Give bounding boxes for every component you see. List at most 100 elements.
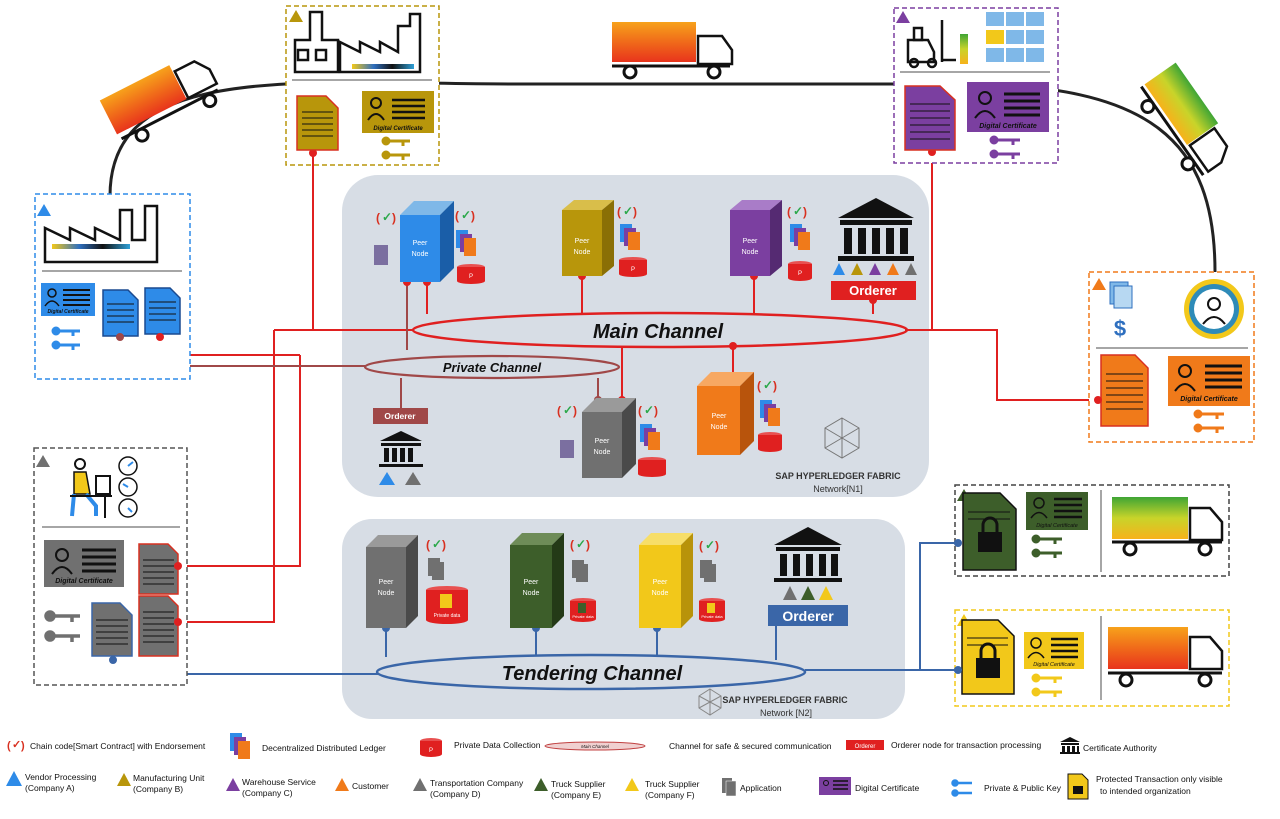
transport-keys-icon — [44, 610, 80, 642]
legend-ca-text: Certificate Authority — [1083, 743, 1157, 753]
customer-keys-icon — [1193, 409, 1224, 433]
truck-e-truck-icon — [1112, 497, 1224, 557]
legend-truck-f-text-2: (Company F) — [645, 790, 695, 800]
truck-orange-top-icon — [612, 22, 734, 80]
svg-text:✓: ✓ — [432, 537, 442, 551]
peer-node-customer: Peer Node — [697, 372, 754, 455]
peer-node-label: Node — [594, 449, 611, 456]
main-orderer-triangles — [833, 263, 917, 275]
peer-node-tender-truck-f: Peer Node — [639, 533, 693, 628]
svg-text:(: ( — [617, 205, 621, 219]
vendor-certificate-icon: Digital Certificate — [41, 283, 95, 316]
chaincode-icons-n2: (✓) (✓) (✓) — [426, 537, 719, 553]
private-orderer-badge — [373, 408, 428, 424]
legend-chaincode-text: Chain code[Smart Contract] with Endorsem… — [30, 741, 206, 751]
legend-manufacturing-text-2: (Company B) — [133, 784, 183, 794]
vendor-document-icon-1 — [102, 289, 139, 337]
app-icon — [374, 245, 388, 265]
legend-truck-e-triangle-icon — [534, 778, 548, 791]
truck-e-keys-icon — [1031, 534, 1062, 558]
svg-text:✓: ✓ — [623, 204, 633, 218]
svg-text:✓: ✓ — [12, 739, 21, 751]
svg-text:(: ( — [757, 379, 761, 393]
warehouse-triangle-icon — [896, 11, 910, 23]
legend-transport-text-1: Transportation Company — [430, 778, 524, 788]
legend-pdc-icon: P — [420, 738, 442, 757]
peer-node-label: Peer — [575, 238, 590, 245]
svg-text:(: ( — [426, 538, 430, 552]
legend-truck-f-text-1: Truck Supplier — [645, 779, 700, 789]
ledger-icons-n1 — [374, 224, 810, 458]
svg-text:Private data: Private data — [434, 613, 461, 619]
network-n1-title: SAP HYPERLEDGER FABRIC — [775, 471, 901, 481]
transport-connector-dot — [109, 656, 117, 664]
peer-node-label: Node — [742, 249, 759, 256]
legend-protected-icon — [1067, 773, 1089, 800]
legend-customer-text: Customer — [352, 781, 389, 791]
truck-green-right-icon — [1140, 62, 1229, 176]
svg-text:): ) — [654, 404, 658, 418]
main-channel-ellipse — [411, 311, 909, 349]
legend-protected-text-2: to intended organization — [1100, 786, 1191, 796]
peer-node-label: Peer — [712, 413, 727, 420]
svg-text:): ) — [471, 209, 475, 223]
svg-text:✓: ✓ — [461, 208, 471, 222]
transport-certificate-icon: Digital Certificate — [44, 540, 124, 587]
legend-manufacturing-triangle-icon — [117, 773, 131, 786]
svg-text:P: P — [631, 267, 635, 273]
svg-text:P: P — [798, 271, 802, 277]
legend-orderer-icon-text: Orderer — [855, 744, 876, 750]
customer-document-icon — [1100, 354, 1149, 427]
manufacturing-triangle-icon — [289, 10, 303, 22]
svg-text:(: ( — [638, 404, 642, 418]
svg-text:(: ( — [787, 205, 791, 219]
svg-text:✓: ✓ — [644, 403, 654, 417]
vendor-connector-dot — [116, 333, 124, 341]
main-orderer-label: Orderer — [849, 283, 897, 298]
transport-clocks-icon — [118, 456, 138, 518]
peer-node-label: Node — [652, 590, 669, 597]
network-n2-logo-icon — [698, 688, 722, 716]
peer-node-vendor: Peer Node — [400, 201, 454, 282]
svg-text:): ) — [442, 538, 446, 552]
svg-text:): ) — [633, 205, 637, 219]
legend-warehouse-text-1: Warehouse Service — [242, 777, 316, 787]
vendor-connector-dot — [156, 333, 164, 341]
peer-node-transport: Peer Node — [582, 398, 636, 478]
legend-truck-f-triangle-icon — [625, 778, 639, 791]
transport-connector-dot — [174, 562, 182, 570]
svg-text:(: ( — [570, 538, 574, 552]
truck-orange-left-icon — [99, 59, 219, 143]
legend-keys-text: Private & Public Key — [984, 783, 1062, 793]
factory-bar — [52, 244, 130, 249]
network-n2-area — [342, 519, 905, 719]
svg-text:$: $ — [1114, 316, 1126, 341]
certificate-label: Digital Certificate — [1180, 396, 1238, 403]
tender-orderer-badge — [768, 605, 848, 626]
tender-orderer-triangles — [783, 586, 833, 600]
certificate-label: Digital Certificate — [1033, 662, 1075, 668]
private-channel-label: Private Channel — [443, 360, 542, 375]
peer-node-label: Peer — [653, 579, 668, 586]
truck-f-connector-dot — [954, 666, 962, 674]
truck-e-protected-document-icon — [962, 492, 1017, 571]
factory-bar — [352, 64, 414, 69]
truck-f-truck-icon — [1108, 627, 1224, 688]
network-n1-area — [342, 175, 929, 497]
legend-warehouse-triangle-icon — [226, 778, 240, 791]
vendor-triangle-icon — [37, 204, 51, 216]
factory-icon — [293, 10, 422, 74]
truck-e-certificate-icon: Digital Certificate — [1026, 492, 1088, 530]
warehouse-shelves-icon — [960, 12, 1044, 64]
vendor-keys-icon — [51, 326, 80, 350]
private-orderer-triangle-vendor — [379, 472, 395, 485]
peer-node-label: Peer — [595, 438, 610, 445]
vendor-document-icon-2 — [144, 287, 181, 335]
tendering-channel-ellipse — [375, 653, 807, 691]
svg-text:✓: ✓ — [705, 538, 715, 552]
transport-triangle-icon — [36, 455, 50, 467]
truck-f-protected-document-icon — [961, 619, 1015, 695]
peer-node-label: Node — [574, 249, 591, 256]
certificate-label: Digital Certificate — [55, 578, 113, 585]
warehouse-document-icon — [904, 85, 956, 151]
